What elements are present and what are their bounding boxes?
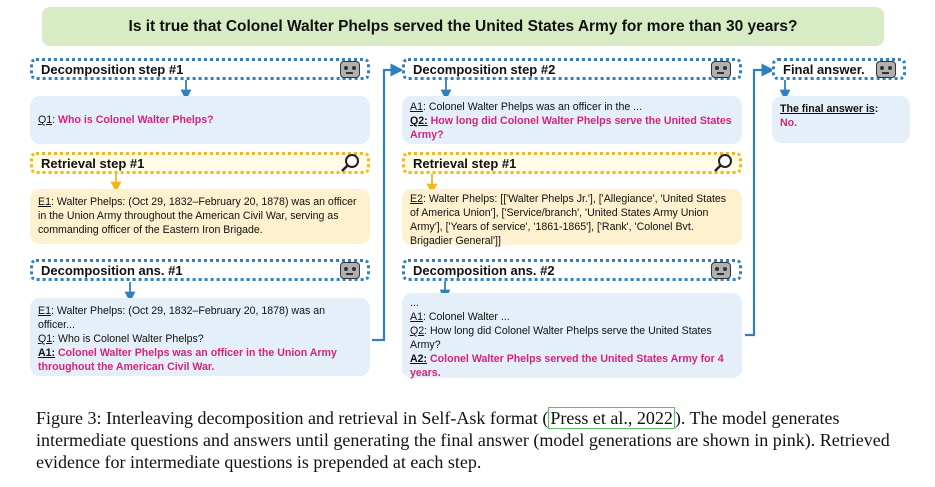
decomposition-ans-2-box: ... A1: Colonel Walter ... Q2: How long … — [402, 293, 742, 379]
question-banner: Is it true that Colonel Walter Phelps se… — [42, 7, 884, 46]
connector-col2-to-col3 — [745, 63, 775, 337]
header-label: Retrieval step #1 — [413, 155, 517, 171]
retrieval-step-1-box: E1: Walter Phelps: (Oct 29, 1832–Februar… — [30, 189, 370, 244]
header-label: Final answer. — [783, 61, 865, 77]
robot-icon — [340, 262, 360, 279]
final-answer-box: The final answer is: No. — [772, 96, 910, 143]
header-label: Decomposition step #2 — [413, 61, 556, 77]
a1-text: Colonel Walter Phelps was an officer in … — [38, 347, 337, 373]
decomposition-step-2-box: A1: Colonel Walter Phelps was an officer… — [402, 96, 742, 144]
q1-label: Q1 — [38, 333, 53, 345]
robot-icon — [711, 262, 731, 279]
a1-text: : Colonel Walter Phelps was an officer i… — [422, 101, 643, 113]
q2-label: Q2: — [410, 115, 428, 127]
header-label: Decomposition ans. #1 — [41, 262, 183, 278]
q1-label: Q1 — [38, 114, 53, 126]
decomposition-ans-1-box: E1: Walter Phelps: (Oct 29, 1832–Februar… — [30, 298, 370, 376]
citation-link[interactable]: Press et al., 2022 — [548, 407, 675, 429]
header-label: Decomposition step #1 — [41, 61, 184, 77]
caption-suffix: ). The model generates intermediate ques… — [36, 408, 890, 472]
q2-text: : How long did Colonel Walter Phelps ser… — [410, 325, 712, 351]
q2-label: Q2 — [410, 325, 425, 337]
e2-label: E2 — [410, 193, 423, 205]
figure-caption: Figure 3: Interleaving decomposition and… — [36, 407, 916, 473]
e1-label: E1 — [38, 196, 51, 208]
robot-icon — [340, 61, 360, 78]
magnifier-icon — [714, 154, 732, 172]
a1-label: A1 — [410, 311, 423, 323]
q1-separator: : — [52, 114, 59, 126]
final-answer-colon: : — [874, 103, 879, 115]
decomposition-step-1-box: Q1: Who is Colonel Walter Phelps? — [30, 96, 370, 144]
retrieval-step-1-header: Retrieval step #1 — [30, 152, 370, 174]
final-answer-header: Final answer. — [772, 58, 906, 80]
decomposition-ans-2-header: Decomposition ans. #2 — [402, 259, 742, 281]
q1-text: : Who is Colonel Walter Phelps? — [52, 333, 204, 345]
header-label: Retrieval step #1 — [41, 155, 145, 171]
decomposition-ans-1-header: Decomposition ans. #1 — [30, 259, 370, 281]
caption-prefix: Figure 3: Interleaving decomposition and… — [36, 408, 549, 428]
connector-col1-to-col2 — [372, 63, 404, 342]
e1-text: : Walter Phelps: (Oct 29, 1832–February … — [38, 305, 325, 331]
a2-text: Colonel Walter Phelps served the United … — [410, 353, 724, 379]
e1-label: E1 — [38, 305, 51, 317]
e1-text: : Walter Phelps: (Oct 29, 1832–February … — [38, 196, 357, 236]
a1-label: A1: — [38, 347, 56, 359]
retrieval-step-2-header: Retrieval step #1 — [402, 152, 742, 174]
a2-label: A2: — [410, 353, 428, 365]
decomposition-step-2-header: Decomposition step #2 — [402, 58, 742, 80]
e2-text: : Walter Phelps: [['Walter Phelps Jr.'],… — [410, 193, 727, 247]
retrieval-step-2-box: E2: Walter Phelps: [['Walter Phelps Jr.'… — [402, 189, 742, 247]
robot-icon — [876, 61, 896, 78]
ellipsis: ... — [410, 297, 419, 309]
a1-text: : Colonel Walter ... — [422, 311, 510, 323]
question-text: Is it true that Colonel Walter Phelps se… — [128, 17, 798, 35]
magnifier-icon — [341, 154, 359, 172]
q2-text: How long did Colonel Walter Phelps serve… — [410, 115, 732, 141]
a1-label: A1 — [410, 101, 423, 113]
decomposition-step-1-header: Decomposition step #1 — [30, 58, 370, 80]
header-label: Decomposition ans. #2 — [413, 262, 555, 278]
final-answer-value: No. — [780, 117, 798, 129]
final-answer-label: The final answer is — [780, 103, 875, 115]
robot-icon — [711, 61, 731, 78]
connector-arrows — [110, 63, 791, 342]
q1-text: Who is Colonel Walter Phelps? — [58, 114, 214, 126]
